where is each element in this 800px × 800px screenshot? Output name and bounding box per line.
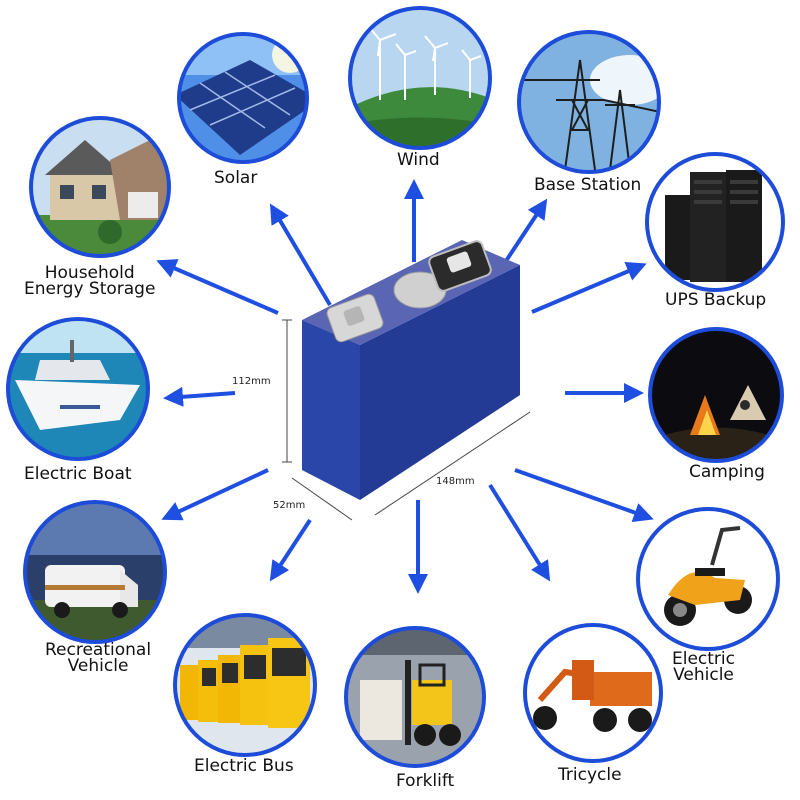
server-rack-icon	[645, 152, 785, 292]
forklift-icon	[344, 626, 486, 768]
arrow-base-station	[498, 198, 548, 272]
arrow-household	[156, 259, 279, 315]
dimension-lines	[282, 319, 531, 521]
label-electric-boat: Electric Boat	[24, 464, 132, 484]
arrow-ev	[514, 468, 654, 523]
arrow-bus	[269, 518, 312, 582]
label-camping: Camping	[689, 462, 765, 482]
arrow-tricycle	[488, 483, 551, 582]
bus-icon	[173, 613, 317, 757]
terminal-screw	[446, 251, 472, 273]
arrows	[156, 179, 654, 594]
cargo-tricycle-icon	[523, 623, 663, 763]
label-electric-bus: Electric Bus	[194, 756, 294, 776]
width-dimension-line	[374, 411, 531, 516]
rv-camper-icon	[23, 500, 167, 644]
label-ups-backup: UPS Backup	[665, 290, 767, 310]
arrow-solar	[269, 203, 332, 307]
dimension-height-label: 112mm	[232, 376, 271, 387]
battery-side-face	[360, 265, 520, 500]
wind-turbine-icon	[348, 6, 492, 150]
scooter-icon	[636, 507, 780, 651]
battery-front-face	[302, 320, 360, 500]
label-wind: Wind	[397, 150, 440, 170]
dimension-depth-label: 52mm	[273, 500, 306, 511]
solar-icon	[177, 32, 309, 164]
label-base-station: Base Station	[534, 175, 642, 195]
label-tricycle: Tricycle	[558, 765, 622, 785]
arrow-rv	[161, 468, 269, 521]
arrow-ups	[531, 262, 647, 314]
depth-dimension-line	[291, 477, 353, 521]
terminal-screw	[343, 306, 365, 326]
transmission-tower-icon	[517, 30, 661, 174]
battery-cell	[302, 240, 520, 500]
campfire-tent-icon	[648, 327, 784, 463]
house-icon	[29, 116, 171, 258]
label-forklift: Forklift	[396, 771, 455, 791]
dimension-width-label: 148mm	[436, 476, 475, 487]
label-solar: Solar	[214, 168, 258, 188]
boat-icon	[6, 317, 150, 461]
arrow-boat	[163, 386, 236, 407]
